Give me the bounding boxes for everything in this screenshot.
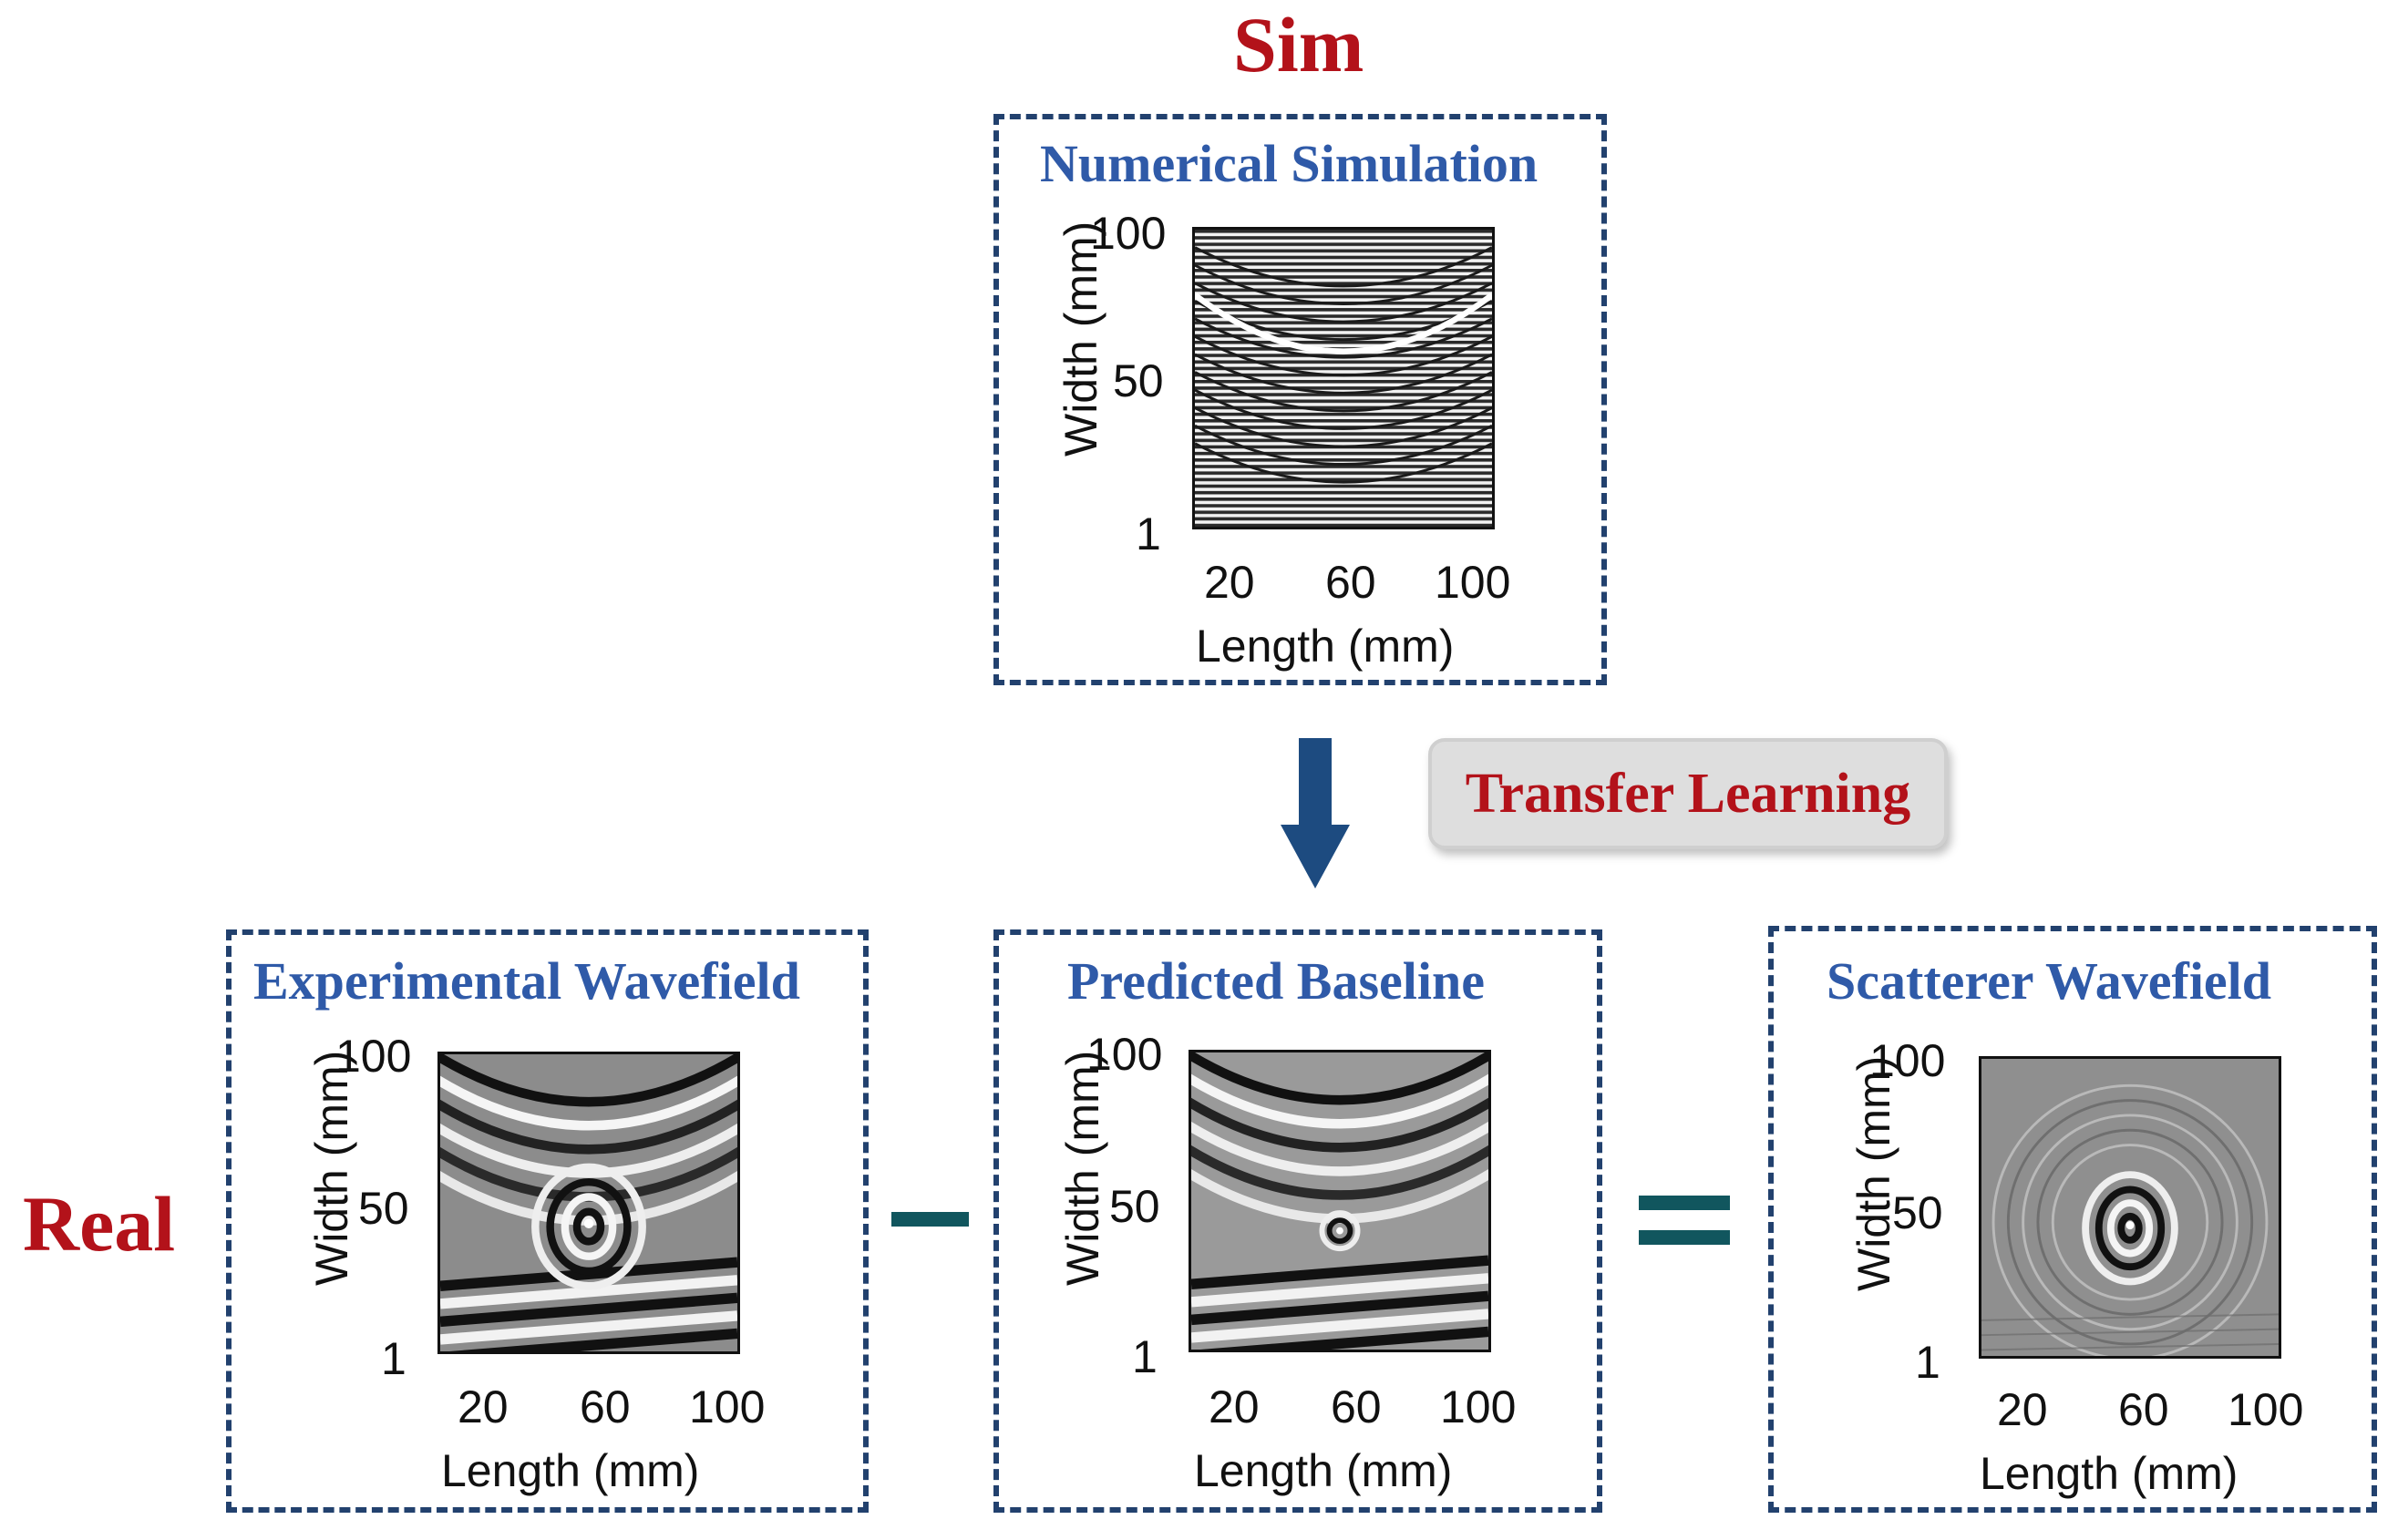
scatterer-image — [1981, 1059, 2279, 1356]
y-tick: 1 — [1132, 1331, 1158, 1382]
x-tick: 60 — [1325, 557, 1376, 608]
y-tick: 100 — [335, 1031, 412, 1082]
minus-icon — [891, 1212, 969, 1227]
y-tick: 1 — [1915, 1337, 1940, 1388]
y-tick: 100 — [1086, 1029, 1163, 1080]
y-axis-label: Width (mm) — [1057, 1050, 1108, 1286]
x-tick: 20 — [1204, 557, 1255, 608]
panel-title: Experimental Wavefield — [253, 951, 800, 1011]
x-tick: 60 — [580, 1381, 631, 1432]
x-tick: 20 — [1997, 1384, 2048, 1435]
real-label: Real — [23, 1180, 176, 1268]
x-tick: 20 — [1209, 1381, 1260, 1432]
scatterer-wavefield-panel: Scatterer Wavefield — [1768, 926, 2377, 1513]
predicted-baseline-plot — [1189, 1050, 1491, 1352]
sim-label: Sim — [1233, 1, 1364, 88]
y-tick: 1 — [1136, 508, 1161, 560]
x-axis-label: Length (mm) — [1980, 1448, 2238, 1499]
x-axis-label: Length (mm) — [1196, 621, 1455, 672]
predicted-image — [1191, 1052, 1488, 1350]
y-tick: 50 — [1113, 355, 1164, 406]
y-tick: 50 — [1109, 1181, 1160, 1232]
panel-title: Numerical Simulation — [1040, 134, 1539, 193]
x-tick: 20 — [458, 1381, 509, 1432]
y-tick: 50 — [1892, 1187, 1943, 1238]
experimental-image — [440, 1054, 737, 1351]
simulation-wavefield-plot — [1192, 227, 1495, 529]
y-axis-label: Width (mm) — [1055, 221, 1106, 457]
scatterer-wavefield-plot — [1979, 1056, 2281, 1359]
numerical-simulation-panel: Numerical Simulation — [993, 114, 1607, 685]
experimental-wavefield-panel: Experimental Wavefield — [226, 929, 869, 1513]
y-tick: 50 — [358, 1183, 409, 1234]
x-tick: 60 — [1331, 1381, 1382, 1432]
predicted-baseline-panel: Predicted Baseline — [993, 929, 1602, 1513]
y-axis-label: Width (mm) — [1848, 1055, 1899, 1291]
simulation-image — [1195, 230, 1492, 527]
x-axis-label: Length (mm) — [1194, 1445, 1453, 1496]
equals-icon — [1639, 1196, 1730, 1247]
x-tick: 100 — [689, 1381, 766, 1432]
x-tick: 60 — [2118, 1384, 2169, 1435]
panel-title: Scatterer Wavefield — [1827, 951, 2272, 1011]
down-arrow-icon — [1281, 738, 1350, 888]
y-tick: 100 — [1090, 208, 1167, 259]
y-tick: 100 — [1869, 1035, 1946, 1086]
panel-title: Predicted Baseline — [1067, 951, 1486, 1011]
x-tick: 100 — [1440, 1381, 1517, 1432]
x-axis-label: Length (mm) — [441, 1445, 700, 1496]
y-tick: 1 — [381, 1333, 407, 1384]
x-tick: 100 — [1435, 557, 1511, 608]
transfer-learning-label: Transfer Learning — [1465, 762, 1911, 825]
x-tick: 100 — [2228, 1384, 2304, 1435]
transfer-learning-badge: Transfer Learning — [1428, 738, 1948, 849]
experimental-wavefield-plot — [437, 1052, 740, 1354]
y-axis-label: Width (mm) — [306, 1050, 357, 1286]
